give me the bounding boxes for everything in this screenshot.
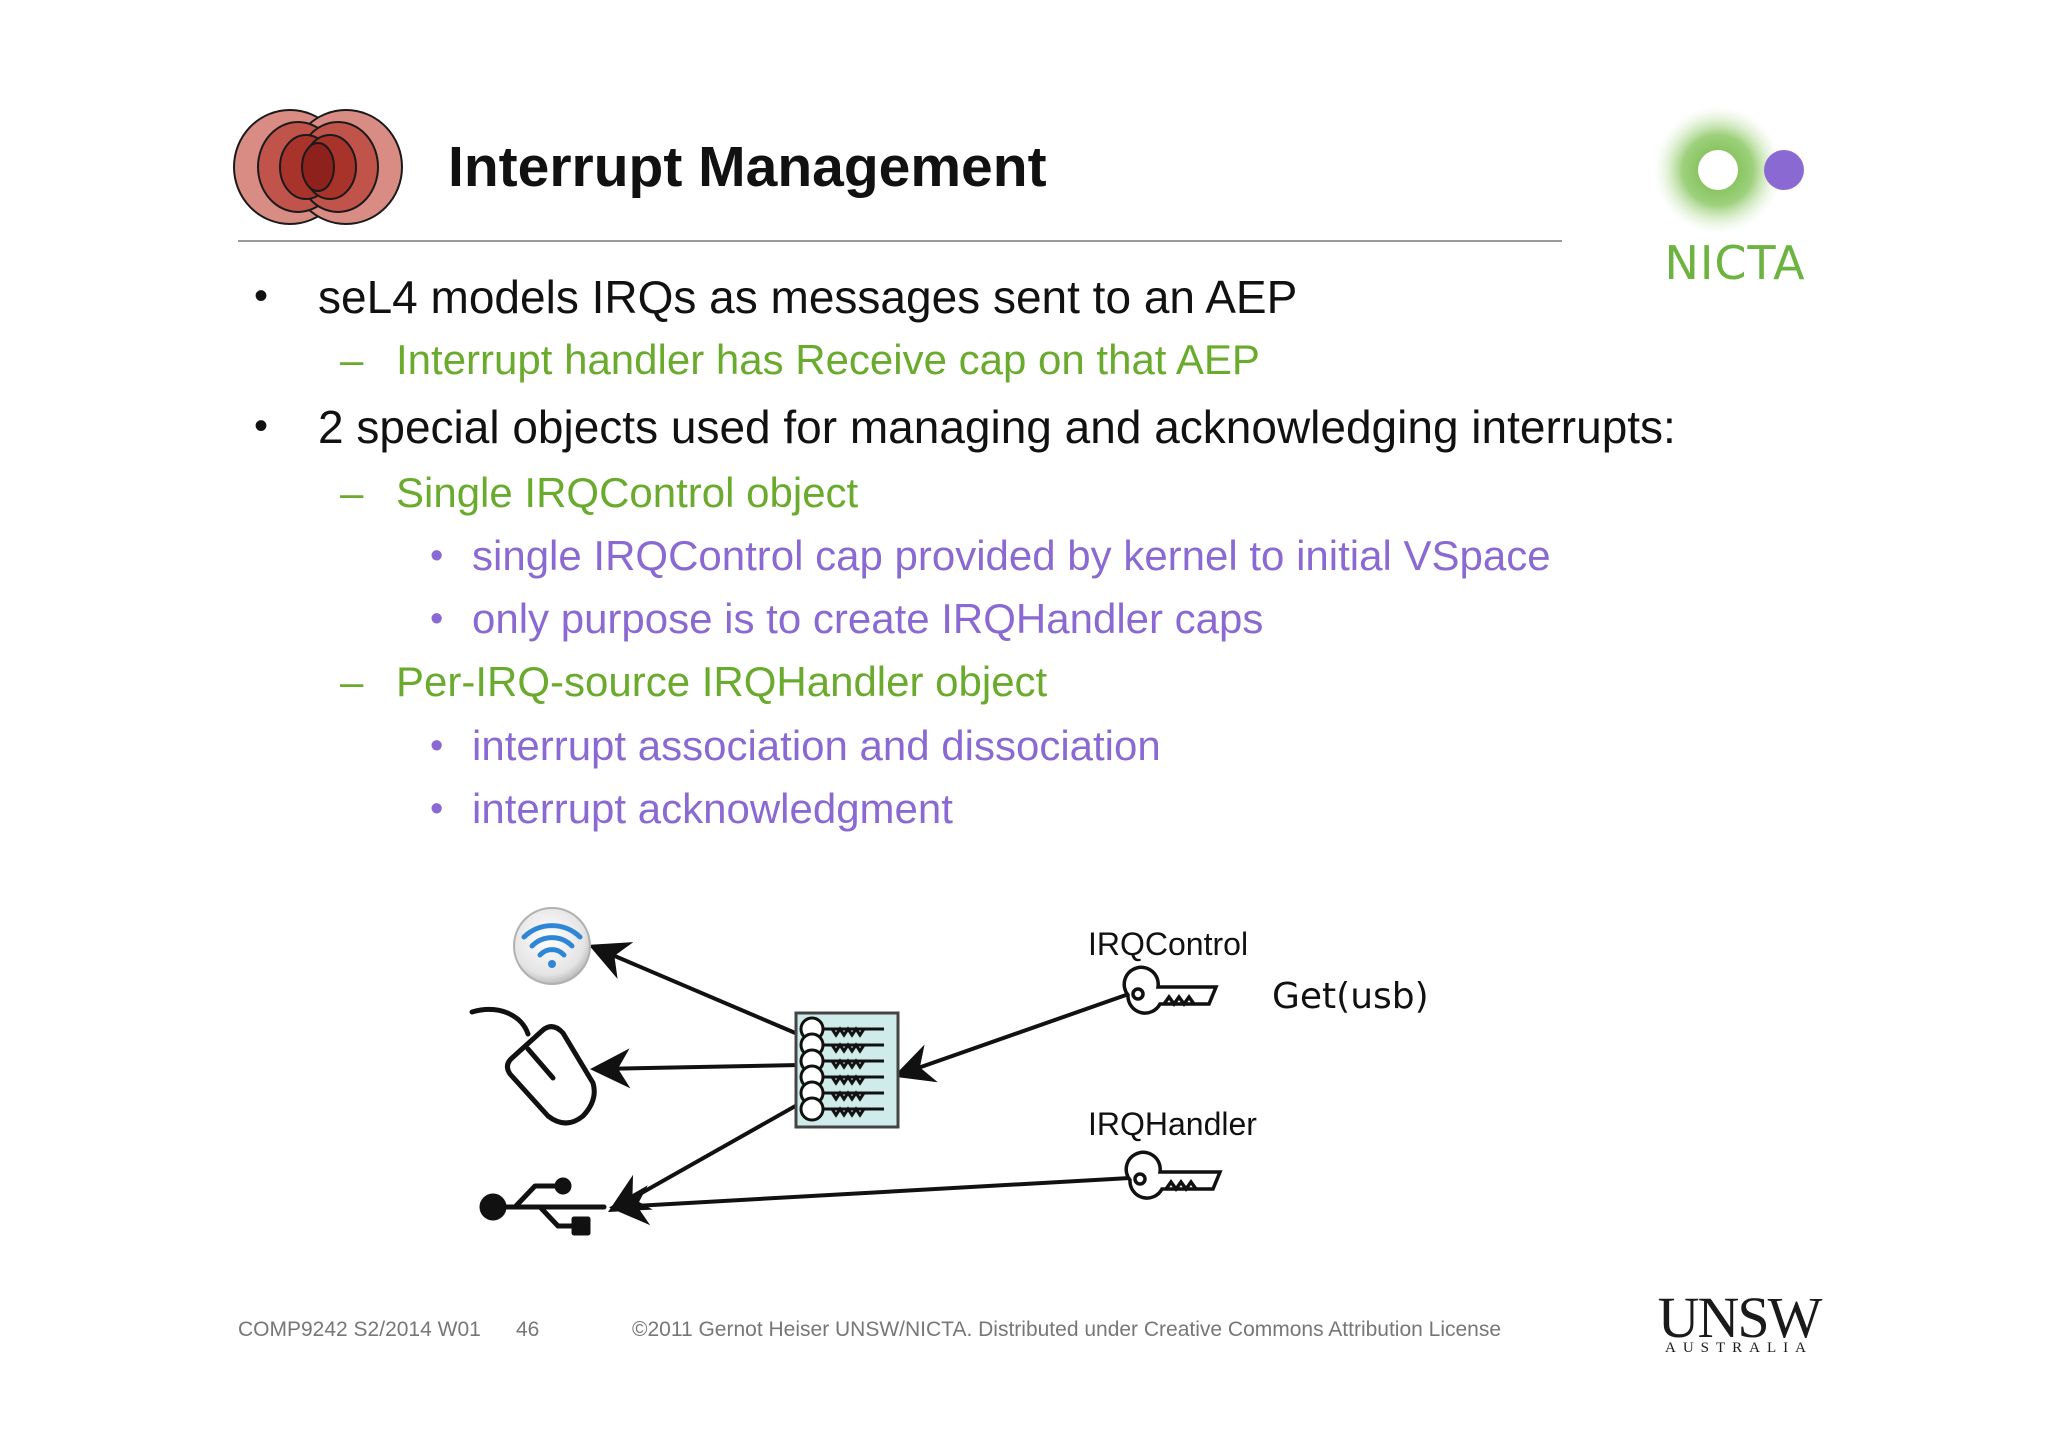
bullet-marker: –: [340, 658, 364, 705]
unsw-logo-text: UNSW: [1657, 1285, 1823, 1350]
nicta-logo-text: NICTA: [1664, 236, 1806, 290]
key-icon: [1122, 965, 1219, 1015]
footer-copyright: ©2011 Gernot Heiser UNSW/NICTA. Distribu…: [632, 1318, 1502, 1341]
title-divider: [238, 240, 1562, 242]
slide-title: Interrupt Management: [448, 135, 1047, 199]
bullet-text: single IRQControl cap provided by kernel…: [472, 532, 1551, 579]
bullet-marker: •: [430, 788, 444, 830]
bullet-marker: •: [430, 535, 444, 577]
get-usb-label: Get(usb): [1272, 976, 1429, 1017]
bullet-text: Interrupt handler has Receive cap on tha…: [396, 336, 1260, 383]
unsw-logo-subtext: AUSTRALIA: [1665, 1340, 1813, 1356]
irq-control-label: IRQControl: [1088, 926, 1249, 962]
key-icon: [1124, 1150, 1223, 1200]
footer-page-number: 46: [516, 1318, 540, 1341]
usb-icon: [479, 1177, 607, 1236]
unsw-logo-icon: UNSW AUSTRALIA: [1644, 1284, 1834, 1364]
bullet-marker: •: [430, 598, 444, 640]
bullet-text: interrupt association and dissociation: [472, 722, 1161, 769]
wifi-icon: [513, 907, 591, 985]
bullet-marker: •: [254, 404, 269, 448]
footer-course: COMP9242 S2/2014 W01: [238, 1318, 481, 1341]
nicta-logo-icon: [1654, 106, 1804, 234]
bullet-text: seL4 models IRQs as messages sent to an …: [318, 271, 1298, 323]
bullet-text: only purpose is to create IRQHandler cap…: [472, 595, 1264, 642]
sel4-logo-icon: [233, 109, 403, 225]
key-ring-icon: [794, 1011, 900, 1129]
bullet-marker: –: [340, 469, 364, 516]
bullet-text: Per-IRQ-source IRQHandler object: [396, 658, 1048, 705]
bullet-marker: –: [340, 336, 364, 383]
bullet-marker: •: [430, 725, 444, 767]
bullet-text: 2 special objects used for managing and …: [318, 401, 1676, 453]
irq-handler-label: IRQHandler: [1088, 1106, 1257, 1142]
bullet-text: interrupt acknowledgment: [472, 785, 953, 832]
mouse-icon: [469, 1006, 597, 1126]
bullet-marker: •: [254, 274, 269, 318]
bullet-text: Single IRQControl object: [396, 469, 859, 516]
